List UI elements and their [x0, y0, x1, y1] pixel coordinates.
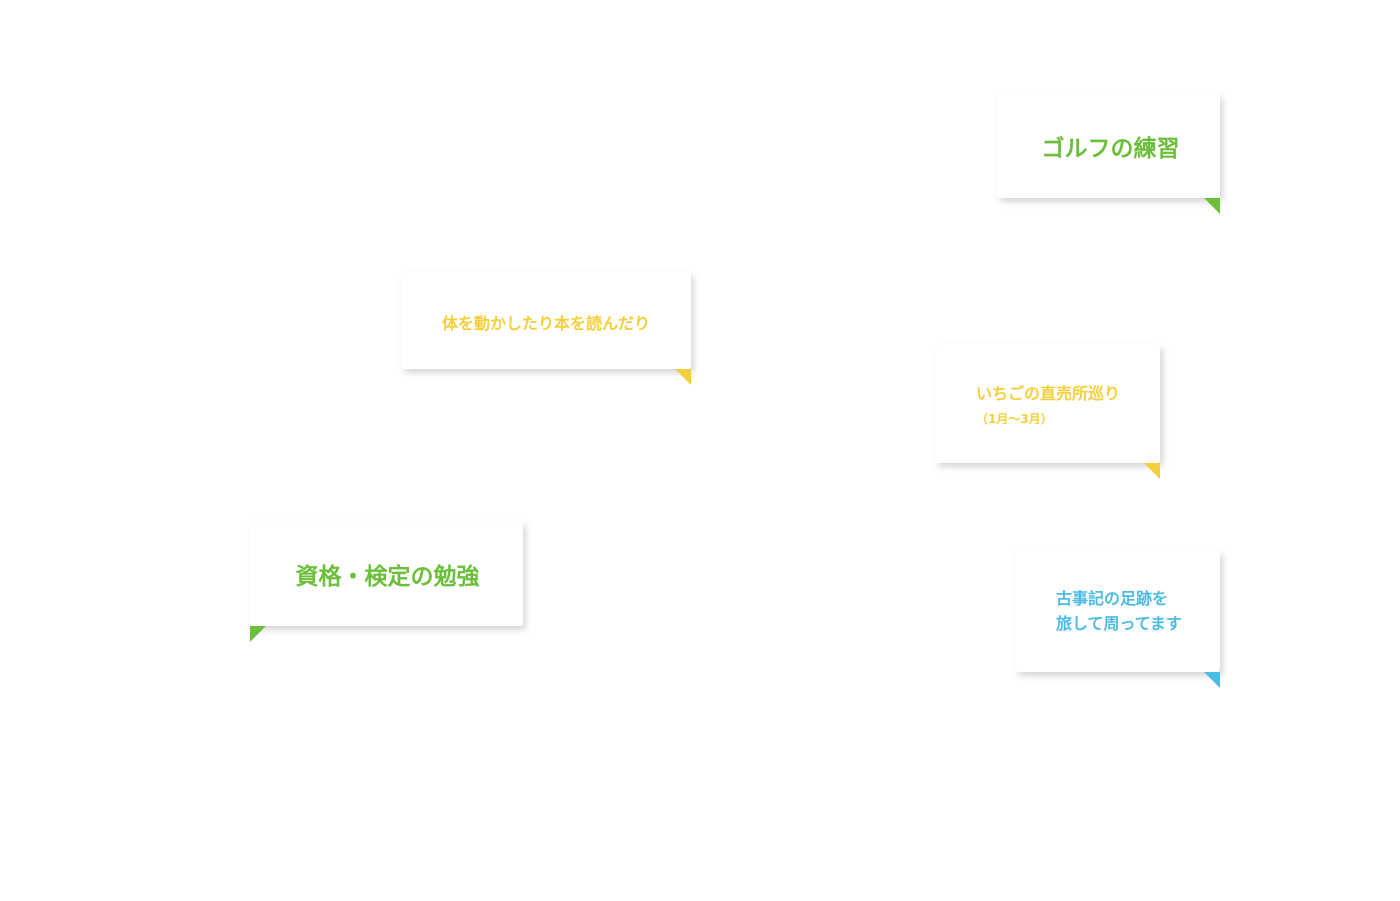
bubble-tail-strawberry	[1144, 463, 1160, 479]
bubble-tail-study	[250, 626, 266, 642]
hobby-text-body-reading: 体を動かしたり本を読んだり	[441, 313, 650, 333]
bubble-tail-golf	[1204, 198, 1220, 214]
hobby-bubble-golf: ゴルフの練習	[997, 93, 1220, 214]
hobby-bubble-study: 資格・検定の勉強	[250, 521, 523, 642]
hobby-text-kojiki-line1: 古事記の足跡を	[1056, 589, 1169, 608]
hobby-text-strawberry: いちごの直売所巡り	[976, 384, 1121, 403]
bubble-tail-body-reading	[675, 369, 691, 385]
hobby-bubble-body-reading: 体を動かしたり本を読んだり	[401, 272, 691, 385]
hobby-text-study: 資格・検定の勉強	[295, 563, 480, 590]
hobby-bubble-kojiki: 古事記の足跡を 旅して周ってます	[1015, 550, 1220, 688]
hobby-subtext-strawberry: （1月〜3月）	[976, 412, 1053, 426]
hobby-text-kojiki-line2: 旅して周ってます	[1056, 614, 1182, 633]
hobby-text-golf: ゴルフの練習	[1041, 135, 1180, 162]
hobby-bubble-strawberry: いちごの直売所巡り （1月〜3月）	[935, 344, 1160, 479]
bubble-tail-kojiki	[1204, 672, 1220, 688]
